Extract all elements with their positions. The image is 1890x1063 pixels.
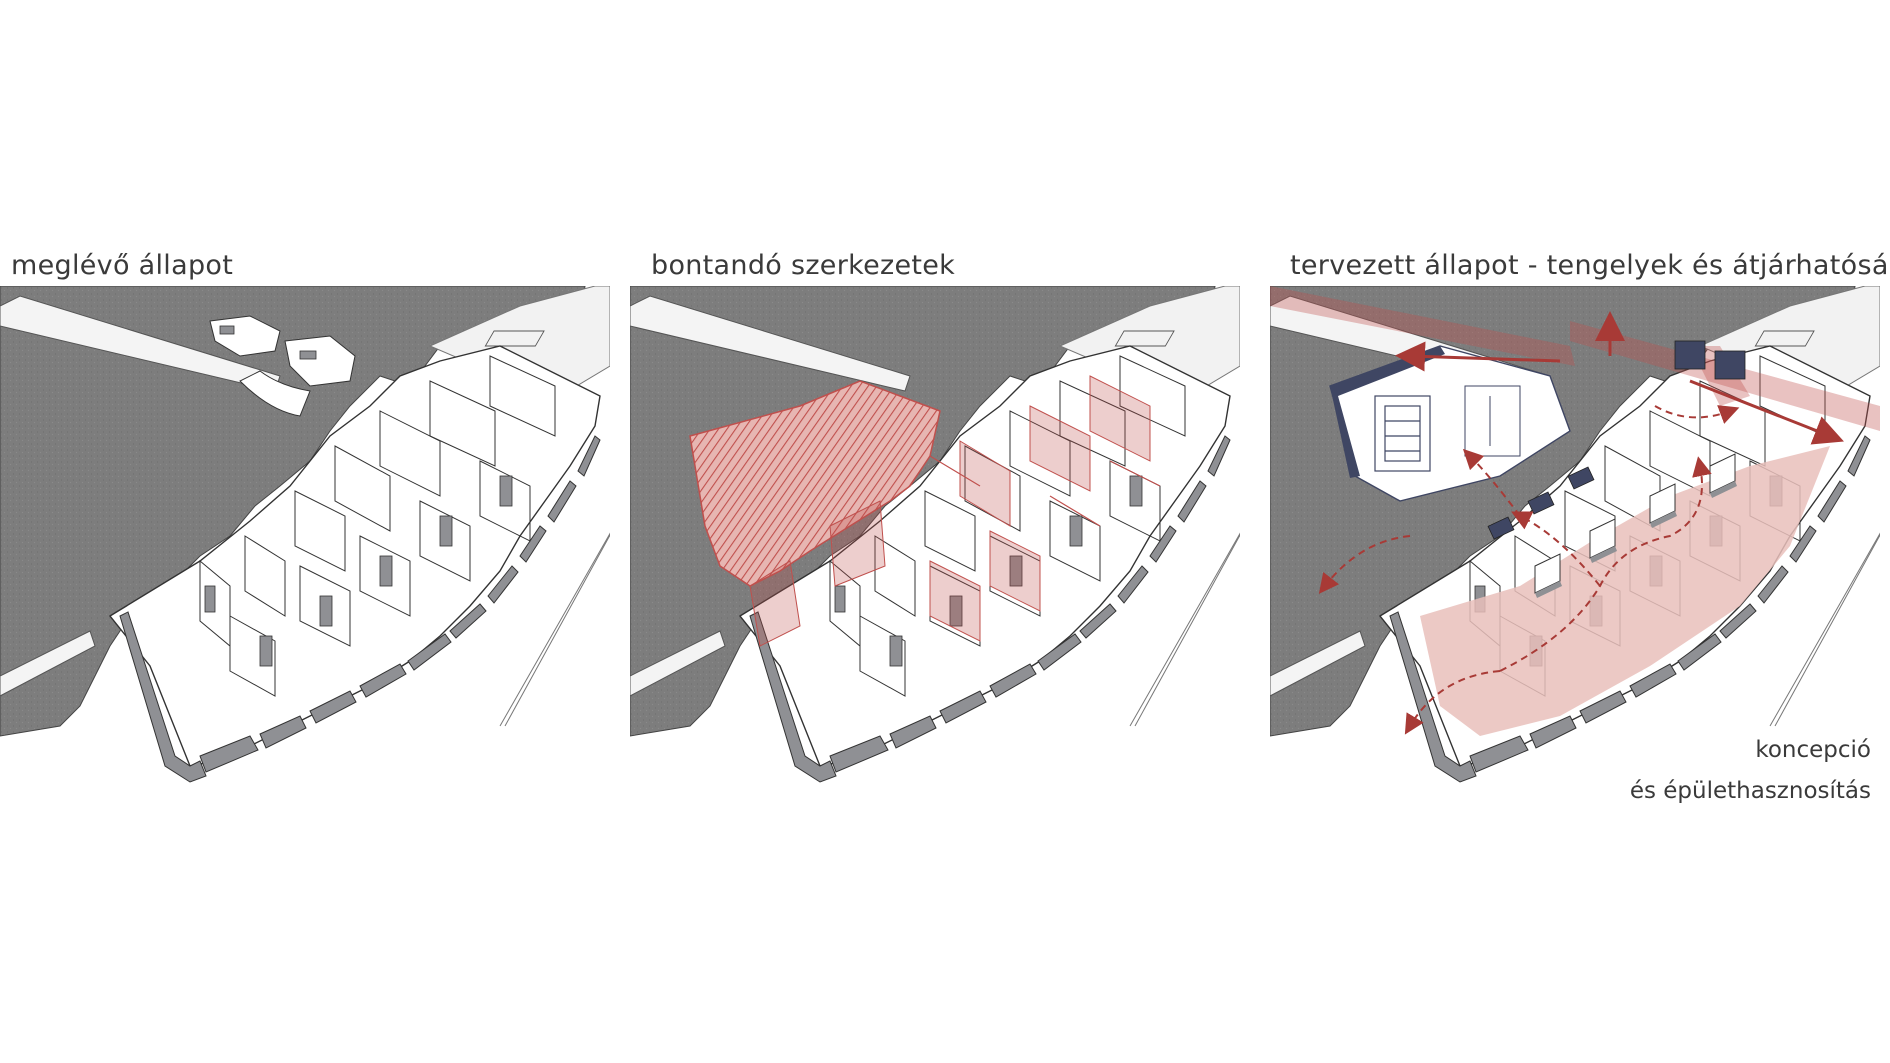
demolition-hatched-area [689, 380, 941, 587]
diagram-planned-state [1270, 286, 1880, 783]
plaza-area [1420, 446, 1830, 736]
panel-title-demolition: bontandó szerkezetek [651, 250, 956, 281]
caption-line-1: koncepció [1755, 737, 1871, 763]
panel-title-existing-state: meglévő állapot [11, 250, 234, 281]
diagram-existing-state [0, 286, 610, 783]
caption-line-2: és épülethasznosítás [1629, 778, 1871, 804]
panel-title-planned-state: tervezett állapot - tengelyek és átjárha… [1290, 250, 1890, 281]
diagram-demolition [630, 286, 1240, 783]
